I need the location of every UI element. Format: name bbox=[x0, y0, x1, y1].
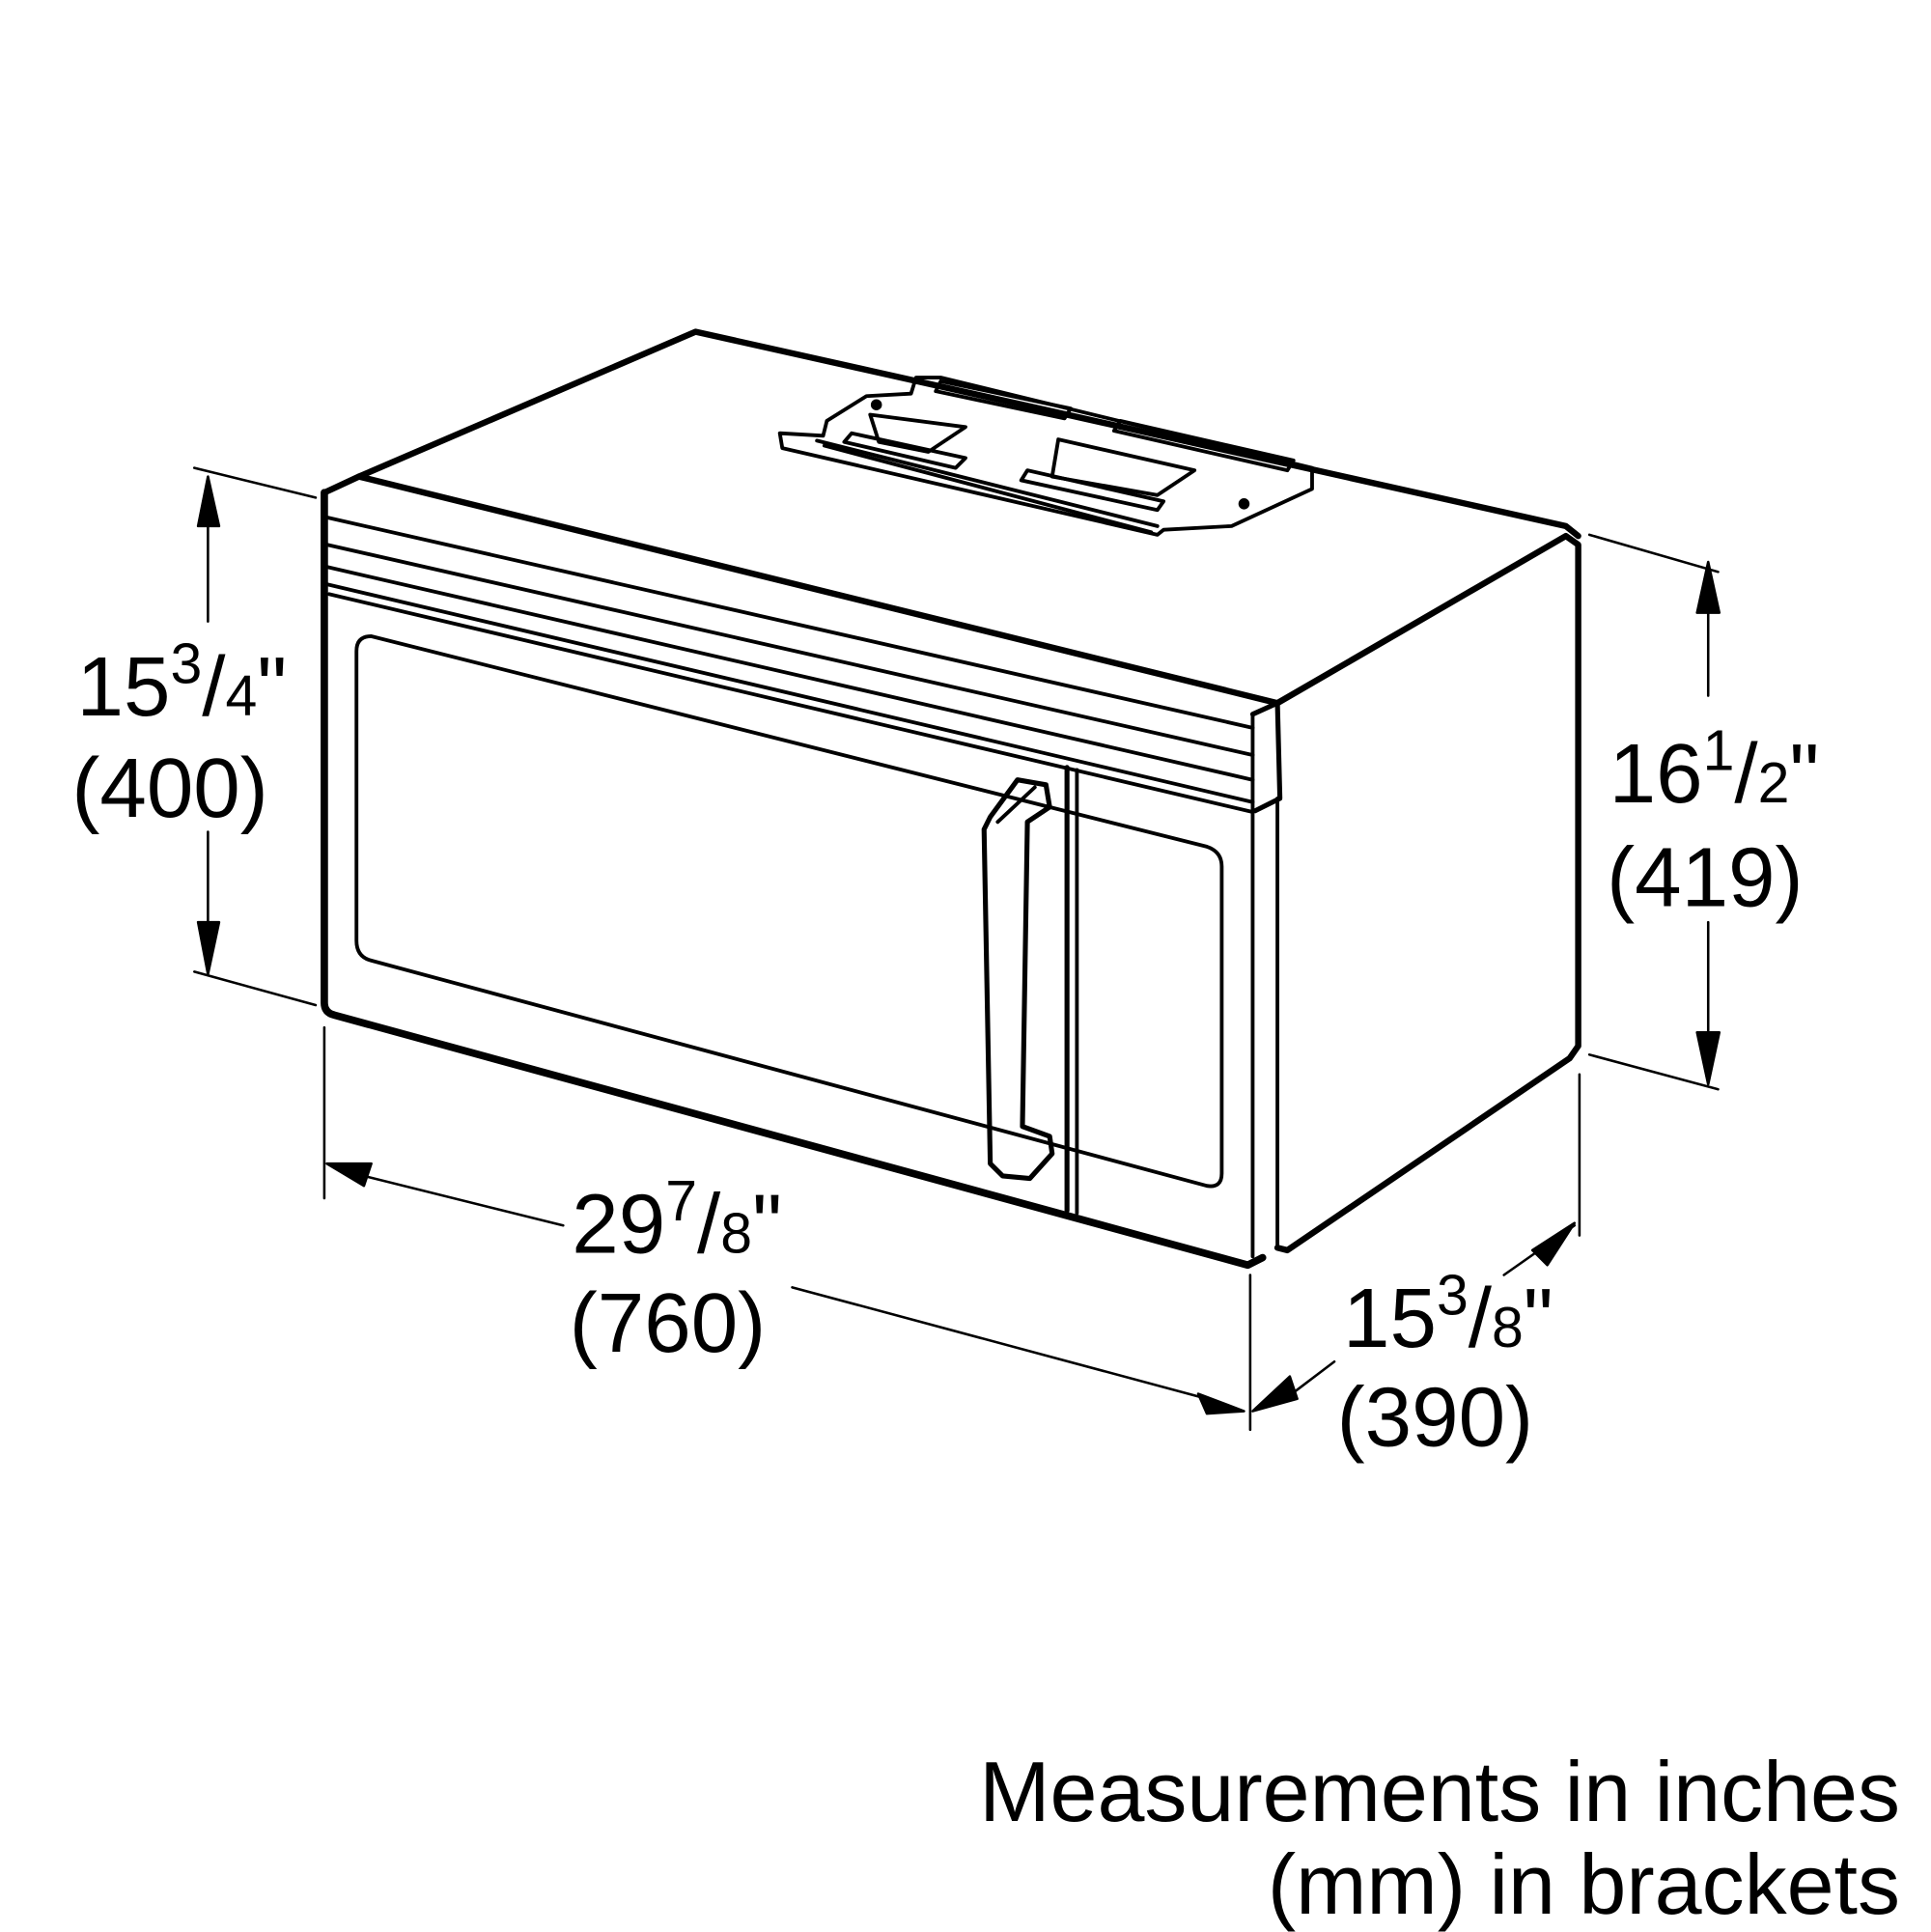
microwave-side bbox=[1273, 532, 1581, 1254]
left-height-dimension bbox=[193, 466, 318, 1007]
depth-label: 153/8" (390) bbox=[1337, 1265, 1553, 1465]
right-height-dimension bbox=[1587, 533, 1721, 1091]
svg-text:(400): (400) bbox=[71, 742, 267, 835]
svg-text:161/2": 161/2" bbox=[1609, 719, 1820, 820]
svg-text:297/8": 297/8" bbox=[572, 1170, 782, 1271]
measurement-note-line1: Measurements in inches bbox=[979, 1744, 1900, 1839]
right-height-label: 161/2" (419) bbox=[1607, 719, 1819, 924]
svg-text:(390): (390) bbox=[1337, 1370, 1533, 1464]
svg-text:(760): (760) bbox=[570, 1276, 766, 1370]
measurement-note-line2: (mm) in brackets bbox=[1267, 1836, 1900, 1932]
depth-dimension bbox=[1251, 1073, 1581, 1413]
width-dimension bbox=[322, 1025, 1252, 1432]
microwave-front bbox=[321, 489, 1283, 1270]
svg-text:153/4": 153/4" bbox=[76, 633, 287, 734]
svg-text:(419): (419) bbox=[1607, 830, 1803, 924]
microwave-top bbox=[321, 328, 1581, 707]
width-label: 297/8" (760) bbox=[570, 1170, 782, 1370]
svg-text:153/8": 153/8" bbox=[1343, 1265, 1553, 1365]
left-height-label: 153/4" (400) bbox=[71, 633, 287, 835]
mounting-plate bbox=[777, 376, 1314, 537]
